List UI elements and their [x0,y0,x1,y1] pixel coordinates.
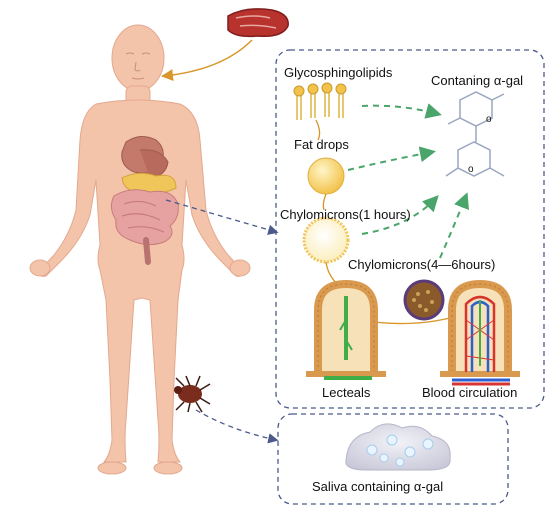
label-chylomicrons-4-6h: Chylomicrons(4—6hours) [348,257,496,272]
steak-icon [227,8,289,38]
blood-villus [440,279,520,386]
glycosphingolipid-icon [293,82,347,120]
label-saliva: Saliva containing α-gal [312,479,444,494]
face [125,52,151,80]
chylomicron-4-6h [403,279,445,321]
human-body [29,24,251,475]
label-glycosphingolipids: Glycosphingolipids [284,65,393,80]
intestine-connector [165,199,279,235]
svg-text:o: o [468,164,474,175]
tick-connector [195,409,279,444]
saliva-blob [345,423,451,471]
label-chylomicrons-1h: Chylomicrons(1 hours) [280,207,411,222]
tick-icon [174,375,211,413]
label-blood-circulation: Blood circulation [422,385,518,400]
alpha-gal-o-labels: o o [468,114,492,175]
saliva-panel [277,413,509,505]
alpha-gal-molecule [445,91,505,177]
lipid-to-fat-line [315,119,321,141]
chylomicron-1h [302,216,350,264]
label-containing-agal: Contaning α-gal [431,73,524,88]
label-fat-drops: Fat drops [294,137,349,152]
green-arrows [347,103,469,259]
fat-to-chylo-line [322,193,327,211]
absorption-panel [275,49,545,409]
svg-text:o: o [486,114,492,125]
fat-drop [307,157,345,195]
lacteal-villus [306,279,386,380]
digestive-organs [110,136,179,265]
steak-to-mouth-arrow [161,39,253,82]
label-lecteals: Lecteals [322,385,371,400]
